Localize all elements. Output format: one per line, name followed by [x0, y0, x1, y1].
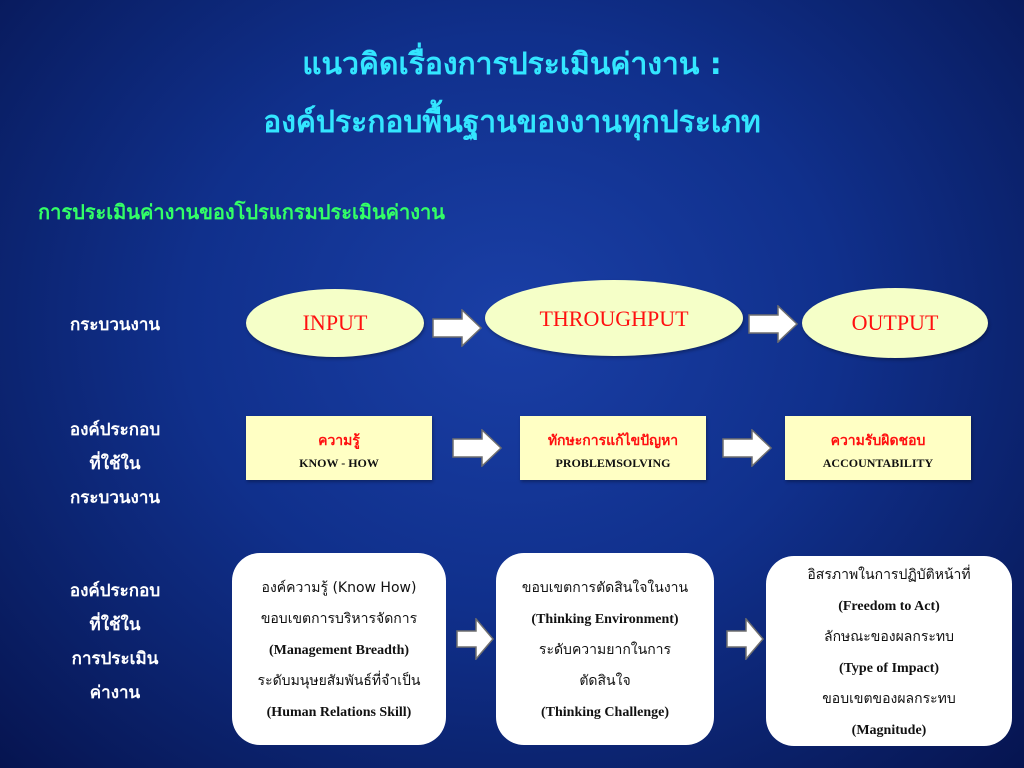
evaluation-line: (Management Breadth) [268, 643, 410, 658]
arrow-right-icon [452, 429, 502, 467]
component-thai: ความรู้ [318, 433, 360, 449]
arrow-right-icon [748, 305, 798, 343]
process-oval-input: INPUT [246, 289, 424, 357]
component-thai: ทักษะการแก้ไขปัญหา [547, 433, 679, 449]
evaluation-box-knowhow: องค์ความรู้ (Know How) ขอบเขตการบริหารจั… [232, 553, 446, 745]
row-label-evaluation: องค์ประกอบ ที่ใช้ใน การประเมิน ค่างาน [50, 574, 180, 710]
arrow-right-icon [456, 618, 494, 660]
evaluation-line: (Type of Impact) [838, 661, 940, 676]
arrow-right-icon [432, 309, 482, 347]
page-subtitle: การประเมินค่างานของโปรแกรมประเมินค่างาน [38, 200, 445, 224]
arrow-right-icon [726, 618, 764, 660]
process-oval-throughput: THROUGHPUT [485, 280, 743, 356]
evaluation-box-thinking: ขอบเขตการตัดสินใจในงาน (Thinking Environ… [496, 553, 714, 745]
process-oval-output: OUTPUT [802, 288, 988, 358]
evaluation-line: ตัดสินใจ [579, 673, 631, 689]
row-label-line: องค์ประกอบ [69, 420, 161, 440]
evaluation-line: (Magnitude) [851, 723, 927, 738]
row-label-line: การประเมิน [71, 649, 159, 669]
row-label-components: องค์ประกอบ ที่ใช้ใน กระบวนงาน [50, 413, 180, 515]
evaluation-line: (Thinking Environment) [531, 612, 679, 627]
component-english: KNOW - HOW [299, 456, 379, 470]
evaluation-line: ขอบเขตการบริหารจัดการ [260, 611, 418, 627]
evaluation-line: อิสรภาพในการปฏิบัติหน้าที่ [807, 567, 971, 583]
evaluation-line: ระดับมนุษยสัมพันธ์ที่จำเป็น [257, 673, 421, 689]
row-label-line: กระบวนงาน [70, 488, 160, 508]
evaluation-line: (Human Relations Skill) [266, 705, 412, 720]
evaluation-line: (Thinking Challenge) [541, 705, 669, 720]
component-english: PROBLEMSOLVING [555, 456, 671, 470]
row-label-line: ที่ใช้ใน [89, 454, 141, 474]
row-label-process: กระบวนงาน [70, 315, 160, 335]
component-thai: ความรับผิดชอบ [830, 433, 926, 449]
evaluation-line: ลักษณะของผลกระทบ [823, 629, 955, 645]
evaluation-line: (Freedom to Act) [838, 599, 940, 614]
evaluation-line: ระดับความยากในการ [538, 642, 672, 658]
evaluation-line: ขอบเขตของผลกระทบ [822, 691, 956, 707]
page-title-line-2: องค์ประกอบพื้นฐานของงานทุกประเภท [263, 105, 761, 140]
row-label-line: ค่างาน [89, 683, 141, 703]
evaluation-line: ขอบเขตการตัดสินใจในงาน [521, 580, 689, 596]
component-box-accountability: ความรับผิดชอบ ACCOUNTABILITY [785, 416, 971, 480]
arrow-right-icon [722, 429, 772, 467]
component-box-knowhow: ความรู้ KNOW - HOW [246, 416, 432, 480]
page-title-line-1: แนวคิดเรื่องการประเมินค่างาน : [302, 47, 722, 82]
row-label-line: องค์ประกอบ [69, 581, 161, 601]
row-label-line: ที่ใช้ใน [89, 615, 141, 635]
evaluation-line: องค์ความรู้ (Know How) [261, 580, 417, 596]
component-box-problemsolving: ทักษะการแก้ไขปัญหา PROBLEMSOLVING [520, 416, 706, 480]
process-oval-label: THROUGHPUT [539, 306, 689, 331]
evaluation-box-accountability: อิสรภาพในการปฏิบัติหน้าที่ (Freedom to A… [766, 556, 1012, 746]
component-english: ACCOUNTABILITY [822, 456, 934, 470]
